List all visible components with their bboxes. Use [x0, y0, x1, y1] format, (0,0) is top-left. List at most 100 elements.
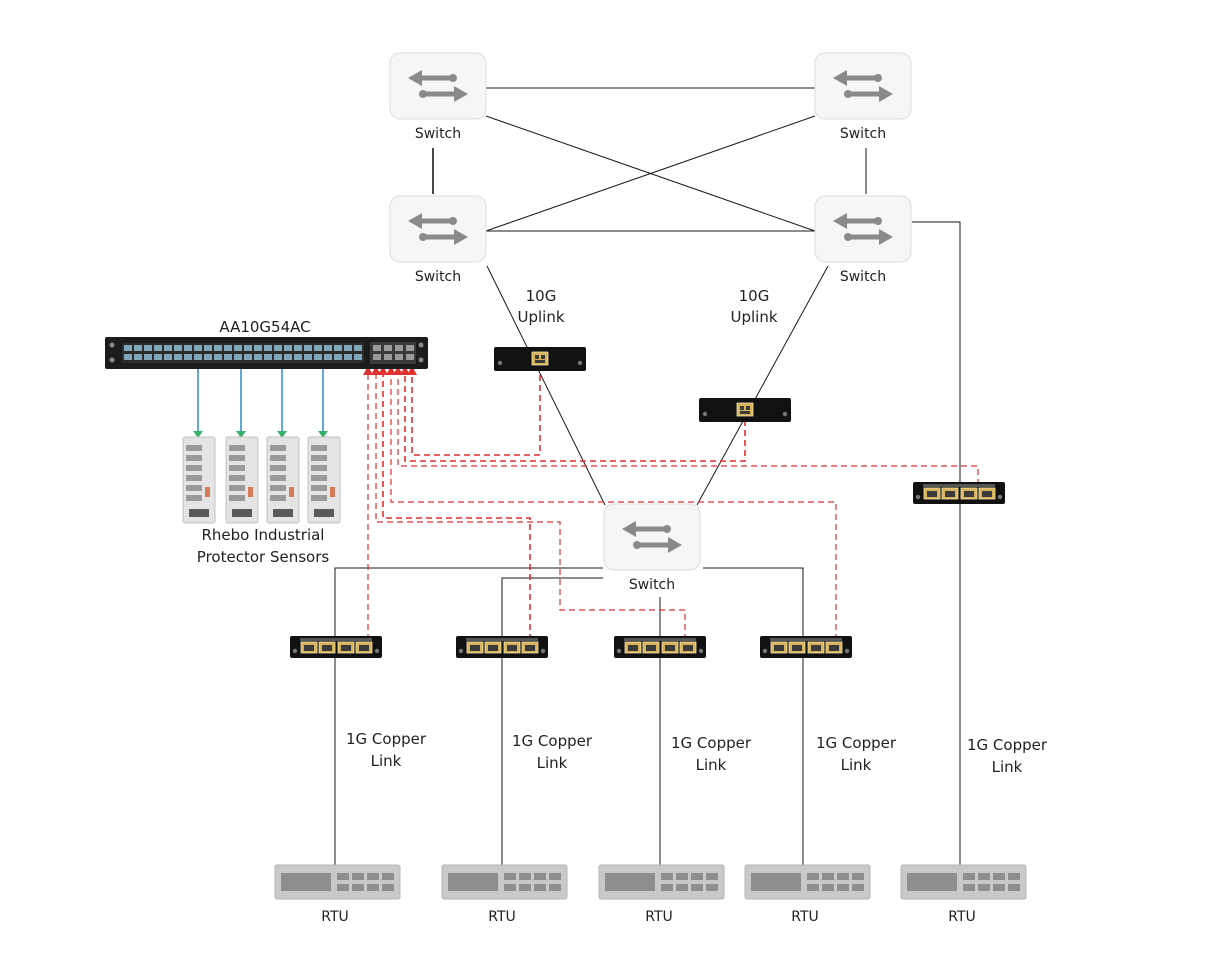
rtu-icon	[900, 864, 1027, 900]
aggregator-appliance: AA10G54AC	[105, 318, 428, 369]
sensors-caption-line2: Protector Sensors	[197, 548, 330, 566]
aggregator-port	[354, 354, 362, 360]
aggregator-port	[194, 345, 202, 351]
network-tap-icon	[759, 635, 853, 659]
rtu-icon	[441, 864, 568, 900]
svg-text:1G Copper: 1G Copper	[816, 734, 897, 752]
aggregator-port	[154, 354, 162, 360]
rtu-2: RTU	[441, 864, 568, 925]
switch-label: Switch	[840, 269, 886, 285]
uplink-tap-right-icon	[698, 397, 792, 423]
rtu-5: RTU	[900, 864, 1027, 925]
sensor-icon	[225, 436, 259, 524]
switch-label: Switch	[629, 577, 675, 593]
aggregator-port	[334, 354, 342, 360]
aggregator-appliance-icon	[105, 337, 428, 369]
aggregator-port	[344, 354, 352, 360]
aggregator-port	[144, 354, 152, 360]
monitoring-arrowheads	[363, 366, 417, 375]
svg-text:1G Copper: 1G Copper	[512, 732, 593, 750]
svg-text:Link: Link	[841, 756, 872, 774]
svg-text:Uplink: Uplink	[517, 308, 564, 326]
copper-label-4: 1G Copper Link	[816, 734, 897, 774]
copper-label-5: 1G Copper Link	[967, 736, 1048, 776]
aggregator-port	[264, 345, 272, 351]
aggregator-port	[224, 354, 232, 360]
aggregator-port	[204, 345, 212, 351]
aggregator-port	[234, 354, 242, 360]
network-tap-icon	[912, 481, 1006, 505]
uplink-tap-left-icon	[493, 346, 587, 372]
aggregator-port	[324, 354, 332, 360]
rtu-1: RTU	[274, 864, 401, 925]
sensors-caption-line1: Rhebo Industrial	[202, 526, 325, 544]
aggregator-port	[214, 354, 222, 360]
svg-text:Uplink: Uplink	[730, 308, 777, 326]
uplink-label-right: 10G Uplink	[730, 287, 777, 326]
aggregator-port	[284, 345, 292, 351]
sensor-group: Rhebo Industrial Protector Sensors	[182, 436, 341, 566]
aggregator-port	[254, 345, 262, 351]
aggregator-port	[274, 345, 282, 351]
aggregator-port	[324, 345, 332, 351]
aggregator-port	[134, 354, 142, 360]
rtu-label: RTU	[321, 909, 349, 925]
aggregator-label: AA10G54AC	[219, 318, 310, 336]
aggregator-port	[214, 345, 222, 351]
svg-text:Link: Link	[696, 756, 727, 774]
network-tap-icon	[613, 635, 707, 659]
svg-text:Link: Link	[537, 754, 568, 772]
aggregator-port	[284, 354, 292, 360]
aggregator-port	[254, 354, 262, 360]
svg-text:1G Copper: 1G Copper	[671, 734, 752, 752]
sensor-icon	[182, 436, 216, 524]
svg-text:10G: 10G	[526, 287, 557, 305]
aggregator-port	[184, 345, 192, 351]
svg-text:10G: 10G	[739, 287, 770, 305]
aggregator-port	[244, 345, 252, 351]
rtu-icon	[744, 864, 871, 900]
core-switch-mid-left: Switch	[390, 196, 486, 285]
sensor-icon	[307, 436, 341, 524]
aggregator-port	[134, 345, 142, 351]
aggregator-port	[234, 345, 242, 351]
aggregator-port	[164, 345, 172, 351]
rtu-3: RTU	[598, 864, 725, 925]
aggregator-port	[154, 345, 162, 351]
switch-icon	[604, 504, 700, 570]
svg-text:Link: Link	[371, 752, 402, 770]
rtu-4: RTU	[744, 864, 871, 925]
core-switch-top-right: Switch	[815, 53, 911, 142]
network-tap-icon	[455, 635, 549, 659]
svg-text:1G Copper: 1G Copper	[967, 736, 1048, 754]
aggregator-port	[194, 354, 202, 360]
aggregator-port	[294, 354, 302, 360]
aggregator-port	[264, 354, 272, 360]
switch-label: Switch	[415, 269, 461, 285]
aggregator-port	[244, 354, 252, 360]
svg-text:1G Copper: 1G Copper	[346, 730, 427, 748]
switch-icon	[815, 196, 911, 262]
core-switch-mid-right: Switch	[815, 196, 911, 285]
switch-icon	[390, 196, 486, 262]
copper-label-1: 1G Copper Link	[346, 730, 427, 770]
rtu-icon	[274, 864, 401, 900]
rtu-icon	[598, 864, 725, 900]
switch-icon	[815, 53, 911, 119]
sensor-link-arrows	[193, 431, 328, 438]
aggregator-port	[174, 354, 182, 360]
aggregator-port	[184, 354, 192, 360]
monitoring-links	[367, 365, 979, 640]
core-switch-top-left: Switch	[390, 53, 486, 142]
rtu-label: RTU	[948, 909, 976, 925]
aggregator-port	[334, 345, 342, 351]
switch-label: Switch	[840, 126, 886, 142]
aggregator-port	[304, 354, 312, 360]
aggregator-port	[354, 345, 362, 351]
aggregator-port	[204, 354, 212, 360]
sensor-links	[197, 369, 324, 432]
aggregator-port	[124, 354, 132, 360]
copper-label-2: 1G Copper Link	[512, 732, 593, 772]
rtu-label: RTU	[488, 909, 516, 925]
